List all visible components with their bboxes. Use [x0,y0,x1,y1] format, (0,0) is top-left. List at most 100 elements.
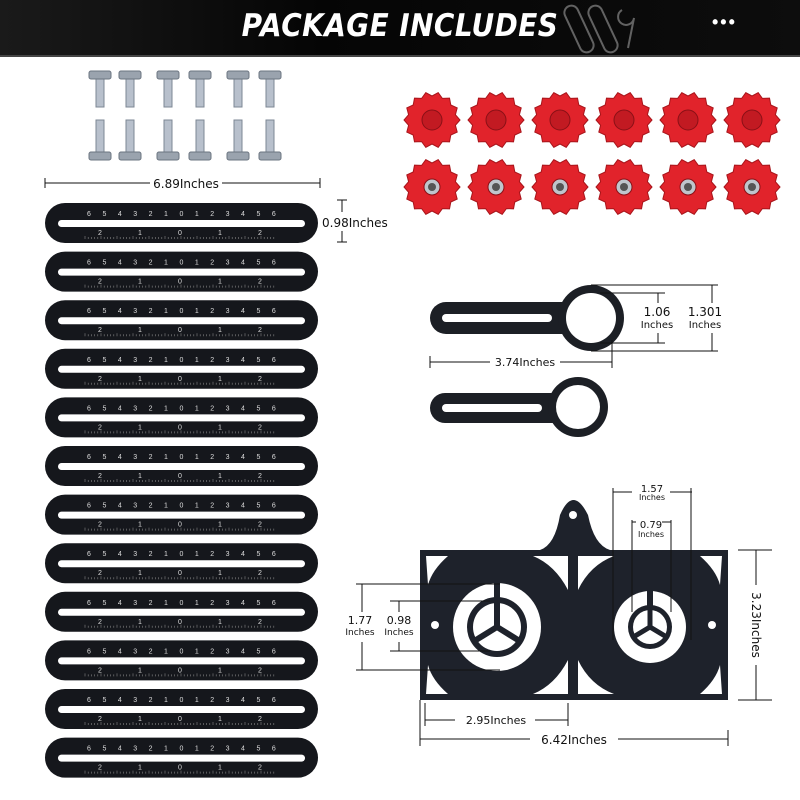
ruler-bottom-tick-label: 1 [138,522,142,529]
ruler-bottom-tick-label: 2 [98,765,102,772]
ruler-top-tick-label: 3 [226,405,230,412]
ruler-top-tick-label: 5 [256,503,260,510]
ruler-bottom-tick-label: 0 [178,667,182,674]
plate-left-outer-label: 1.77 [348,614,373,627]
plate-half-width-label: 2.95Inches [466,714,526,727]
ruler-top-tick-label: 6 [87,405,91,412]
wrench-outer-label: 1.301 [688,305,722,319]
plate-outer-unit: Inches [639,493,665,502]
ruler-bottom-tick-label: 0 [178,327,182,334]
ruler-bottom-tick-label: 2 [258,522,262,529]
knob-group [403,92,781,215]
ruler-top-tick-label: 2 [149,551,153,558]
ruler-bottom-tick-label: 2 [98,667,102,674]
ruler-top-tick-label: 2 [210,454,214,461]
ruler-top-tick-label: 4 [118,697,122,704]
ruler-bottom-tick-label: 1 [218,473,222,480]
ruler-top-tick-label: 1 [164,746,168,753]
ruler-top-tick-label: 4 [241,260,245,267]
ruler-top-tick-label: 6 [272,648,276,655]
ruler-bottom-tick-label: 0 [178,522,182,529]
ruler-bottom-tick-label: 1 [218,376,222,383]
ruler-width-label: 0.98Inches [322,216,388,230]
t-bolt [188,70,212,108]
ruler-top-tick-label: 3 [226,357,230,364]
star-knob [659,92,717,148]
ruler-top-tick-label: 6 [87,357,91,364]
ruler-bottom-tick-label: 1 [138,473,142,480]
ruler-bottom-tick-label: 1 [138,619,142,626]
ruler-top-tick-label: 4 [118,600,122,607]
ruler-top-tick-label: 1 [195,405,199,412]
ruler-bottom-tick-label: 2 [98,376,102,383]
ruler-top-tick-label: 5 [102,260,106,267]
ruler-top-tick-label: 3 [133,357,137,364]
star-knob [467,92,525,148]
ruler-top-tick-label: 6 [272,551,276,558]
ruler-top-tick-label: 3 [226,551,230,558]
ruler-top-tick-label: 6 [87,600,91,607]
ruler-top-tick-label: 1 [195,551,199,558]
ruler-length-dimension: 6.89Inches [44,177,321,191]
ruler-top-tick-label: 4 [118,746,122,753]
plate-inner-unit: Inches [638,530,664,539]
ruler-top-tick-label: 2 [210,697,214,704]
ruler-bottom-tick-label: 2 [98,522,102,529]
ruler-top-tick-label: 0 [179,308,183,315]
wrench-inner-label: 1.06 [644,305,671,319]
ruler-top-tick-label: 4 [118,260,122,267]
ruler-bottom-tick-label: 2 [258,279,262,286]
ruler-top-tick-label: 1 [164,648,168,655]
ruler-bottom-tick-label: 0 [178,619,182,626]
ruler-top-tick-label: 2 [149,746,153,753]
ruler-top-tick-label: 6 [272,600,276,607]
ruler-bottom-tick-label: 1 [138,230,142,237]
ruler-top-tick-label: 0 [179,260,183,267]
ruler-bottom-tick-label: 2 [98,716,102,723]
ruler-top-tick-label: 3 [133,746,137,753]
ruler-bottom-tick-label: 1 [218,667,222,674]
wrench-length-label: 3.74Inches [495,356,555,369]
ruler-bottom-tick-label: 1 [218,230,222,237]
ruler-top-tick-label: 6 [87,503,91,510]
ruler-bottom-tick-label: 2 [98,424,102,431]
header-banner: PACKAGE INCLUDES ••• [0,0,800,57]
ruler-top-tick-label: 0 [179,454,183,461]
ruler-top-tick-label: 1 [164,697,168,704]
ruler-top-tick-label: 1 [164,260,168,267]
ruler-bottom-tick-label: 2 [98,619,102,626]
ruler-top-tick-label: 2 [149,211,153,218]
plate-width-label: 6.42Inches [541,733,607,747]
wrench-small [430,377,608,437]
ruler-top-tick-label: 2 [210,746,214,753]
ruler-top-tick-label: 1 [195,357,199,364]
ruler-top-tick-label: 1 [164,454,168,461]
ruler-width-dimension: 0.98Inches [322,199,388,243]
ruler-top-tick-label: 5 [256,454,260,461]
ruler-top-tick-label: 3 [133,454,137,461]
ruler-top-tick-label: 2 [210,600,214,607]
ruler-top-tick-label: 3 [226,697,230,704]
ruler-top-tick-label: 4 [241,697,245,704]
ruler-bottom-tick-label: 0 [178,424,182,431]
ruler-top-tick-label: 3 [226,648,230,655]
star-knob [595,159,653,215]
ruler-bottom-tick-label: 2 [98,327,102,334]
ruler-bottom-tick-label: 1 [138,667,142,674]
plate-left-inner-label: 0.98 [387,614,412,627]
ruler-bottom-tick-label: 1 [138,716,142,723]
ruler-top-tick-label: 1 [164,211,168,218]
ruler-top-tick-label: 4 [118,211,122,218]
t-bolt [88,119,112,161]
ruler-top-tick-label: 3 [133,600,137,607]
ruler-bottom-tick-label: 1 [218,570,222,577]
ruler-bottom-tick-label: 1 [138,424,142,431]
ruler-top-tick-label: 1 [195,697,199,704]
